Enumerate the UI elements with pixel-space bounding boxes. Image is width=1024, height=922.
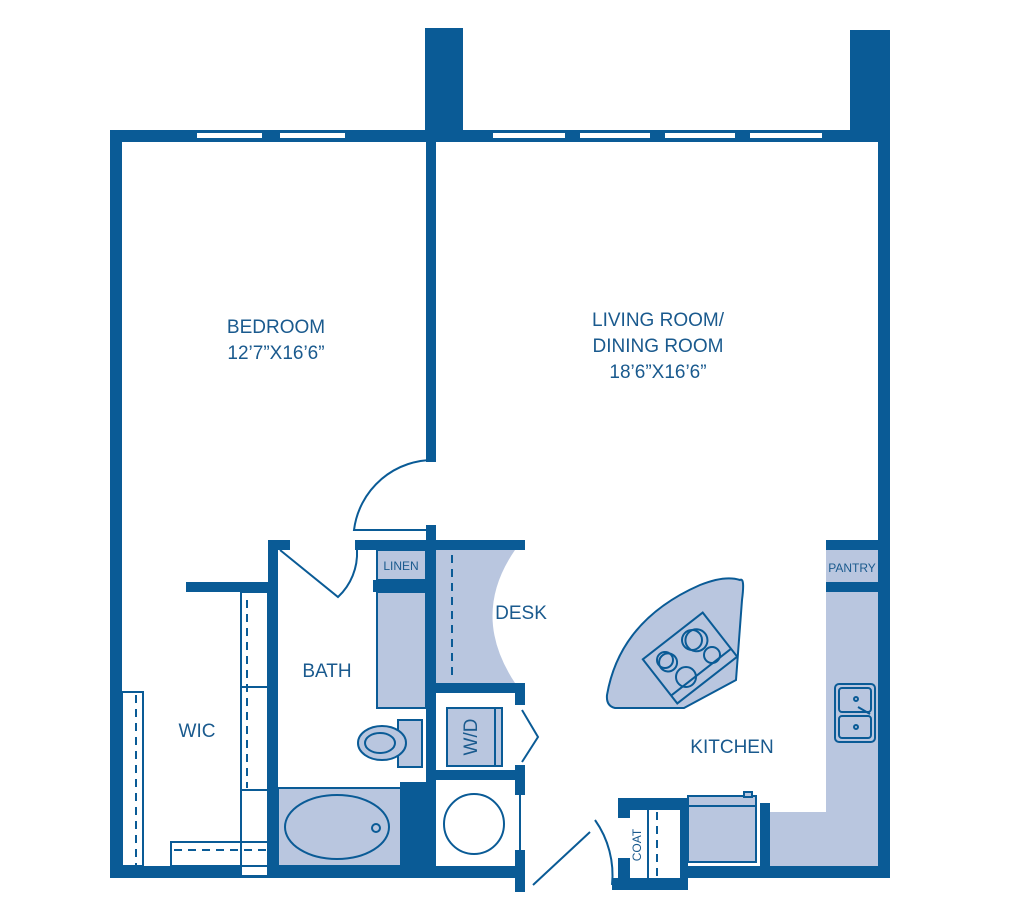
wic-label: WIC — [179, 721, 216, 742]
vanity — [376, 591, 427, 709]
living-label-line2: DINING ROOM — [593, 336, 724, 357]
entry-jamb — [515, 850, 525, 892]
linen-label: LINEN — [383, 559, 418, 573]
pantry — [826, 550, 878, 582]
bath-wall-left — [268, 540, 278, 870]
bathtub — [277, 787, 403, 867]
column-right — [850, 30, 890, 142]
linen-closet — [376, 549, 427, 581]
kitchen-counter — [770, 592, 878, 866]
bath-label: BATH — [302, 661, 351, 682]
laundry-door[interactable] — [521, 709, 540, 763]
bedroom-door-swing[interactable] — [352, 458, 437, 531]
bath-door-swing[interactable] — [279, 549, 359, 599]
wic-shelf-right — [240, 591, 269, 877]
water-heater-icon — [443, 793, 505, 855]
living-label-line1: LIVING ROOM/ — [592, 310, 725, 331]
toilet-icon — [357, 719, 423, 768]
bedroom-size: 12’7”X16’6” — [227, 343, 324, 364]
coat-label: COAT — [630, 828, 644, 861]
exterior-wall-bottom-left — [110, 866, 525, 878]
windows — [197, 133, 822, 138]
living-size: 18’6”X16’6” — [609, 362, 706, 383]
desk-label: DESK — [495, 603, 547, 624]
interior-wall-bedroom — [426, 142, 436, 462]
kitchen-label: KITCHEN — [690, 737, 773, 758]
wd-label: W/D — [461, 719, 482, 756]
exterior-wall-left — [110, 130, 122, 878]
sink-icon — [834, 683, 876, 743]
column-left — [425, 28, 463, 142]
cooktop-icon — [641, 611, 739, 705]
desk — [436, 550, 515, 683]
wic-shelf-bottom — [170, 841, 269, 867]
washer-dryer — [446, 707, 503, 767]
interior-wall-core — [426, 525, 436, 870]
bedroom-label: BEDROOM — [227, 317, 325, 338]
exterior-wall-right — [878, 130, 890, 878]
wic-wall-top — [186, 582, 278, 592]
entry-door[interactable] — [532, 819, 614, 886]
pantry-label: PANTRY — [828, 561, 876, 575]
wic-shelf-left — [121, 691, 144, 867]
tub-basin-icon — [284, 794, 390, 860]
